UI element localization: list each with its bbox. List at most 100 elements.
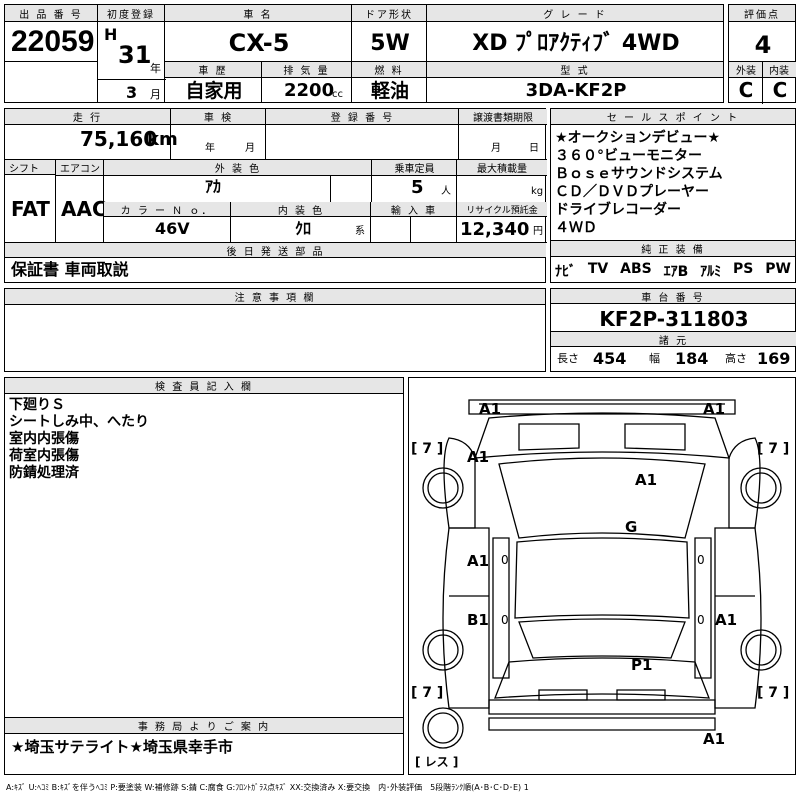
shift-label: シフト bbox=[5, 160, 55, 175]
int-color: ｸﾛ bbox=[295, 219, 312, 238]
score: 4 bbox=[754, 31, 772, 59]
lot-number: 22059 bbox=[11, 25, 95, 58]
first-reg-box: 初度登録 H 31 年 3 月 bbox=[97, 4, 166, 103]
spare-mark: [ レス ] bbox=[415, 755, 459, 769]
tire-rr-shape bbox=[740, 629, 782, 671]
tire-rl-shape bbox=[422, 629, 464, 671]
ext-int-box: 外装 内装 C C bbox=[728, 61, 796, 104]
month-unit: 月 bbox=[150, 88, 161, 101]
tire-rl-inner bbox=[427, 634, 459, 666]
chassis-box: 車 台 番 号 KF2P-311803 諸 元 長さ 454 幅 184 高さ … bbox=[550, 288, 796, 372]
inspection-label: 車 検 bbox=[170, 109, 266, 125]
equipment-item: ABS bbox=[620, 261, 652, 277]
left-glass bbox=[492, 537, 510, 679]
score-box: 評価点 4 bbox=[728, 4, 796, 62]
chassis-label: 車 台 番 号 bbox=[551, 289, 795, 304]
tire-rr-inner bbox=[745, 634, 777, 666]
mark-zero-l2: 0 bbox=[501, 613, 509, 627]
transfer-label: 譲渡書類期限 bbox=[458, 109, 547, 125]
mark-rear-hatch: P1 bbox=[631, 656, 653, 674]
history-box: 車 歴 自家用 bbox=[164, 61, 262, 103]
mark-fr-bumper: A1 bbox=[703, 400, 726, 418]
spec-table: 走 行 車 検 登 録 番 号 譲渡書類期限 75,160 km 年 月 月 日… bbox=[4, 108, 547, 283]
inspector-label: 検 査 員 記 入 欄 bbox=[5, 378, 403, 394]
mark-fl-bumper: A1 bbox=[479, 400, 502, 418]
first-reg-label: 初度登録 bbox=[98, 5, 164, 22]
inspector-line: 防錆処理済 bbox=[9, 465, 79, 481]
mark-zero-r1: 0 bbox=[697, 553, 705, 567]
history: 自家用 bbox=[185, 80, 243, 102]
mark-zero-l1: 0 bbox=[501, 553, 509, 567]
sales-points-box: セ ー ル ス ポ イ ン ト ★オークションデビュー★ ３６０°ビューモニター… bbox=[550, 108, 796, 241]
length-label: 長さ bbox=[557, 352, 579, 365]
inspector-box: 検 査 員 記 入 欄 下廻りＳ シートしみ中、へたり 室内内張傷 荷室内張傷 … bbox=[4, 377, 404, 718]
sales-point-item: ドライブレコーダー bbox=[555, 202, 681, 218]
spare-tire-inner bbox=[427, 712, 459, 744]
ext-color-label: 外 装 色 bbox=[103, 160, 372, 176]
dims-label: 諸 元 bbox=[551, 331, 796, 347]
mark-roof: G bbox=[625, 518, 638, 536]
transfer-day-unit: 日 bbox=[529, 143, 539, 154]
mark-hood-left: A1 bbox=[467, 448, 490, 466]
tire-fl-shape bbox=[422, 467, 464, 509]
chassis-number: KF2P-311803 bbox=[599, 307, 749, 331]
sales-point-item: ３６０°ビューモニター bbox=[555, 148, 702, 164]
tire-fl-inner bbox=[427, 472, 459, 504]
office-text: ★埼玉サテライト★埼玉県幸手市 bbox=[11, 738, 233, 756]
person-unit: 人 bbox=[441, 186, 451, 197]
mark-hood-center: A1 bbox=[635, 471, 658, 489]
grade-label: グ レ ー ド bbox=[427, 5, 723, 22]
model-box: 型 式 3DA-KF2P bbox=[426, 61, 724, 103]
mark-rear-bumper: A1 bbox=[703, 730, 726, 748]
equipment-item: PW bbox=[765, 261, 791, 277]
capacity: 5 bbox=[411, 177, 424, 198]
equipment-item: ﾅﾋﾞ bbox=[555, 264, 576, 280]
notes-box: 注 意 事 項 欄 bbox=[4, 288, 546, 372]
right-front-fender bbox=[728, 437, 761, 529]
tire-fr-mark: [ 7 ] bbox=[757, 441, 790, 457]
max-load-label: 最大積載量 bbox=[456, 160, 547, 176]
capacity-label: 乗車定員 bbox=[371, 160, 457, 176]
spare-tire-shape bbox=[422, 707, 464, 749]
equipment-label: 純 正 装 備 bbox=[551, 241, 795, 257]
import-label: 輸 入 車 bbox=[370, 202, 457, 217]
inspection-year-unit: 年 bbox=[205, 143, 215, 154]
width: 184 bbox=[675, 349, 709, 368]
sales-point-item: Ｂｏｓｅサウンドシステム bbox=[555, 166, 723, 182]
mark-zero-r2: 0 bbox=[697, 613, 705, 627]
era-year: 31 bbox=[118, 41, 152, 69]
car-diagram-box: A1 A1 A1 A1 G A1 B1 A1 P1 A1 0 0 0 0 [ 7… bbox=[408, 377, 796, 775]
int-color-label: 内 装 色 bbox=[230, 202, 371, 217]
exterior-label: 外装 bbox=[729, 62, 764, 78]
color-no: 46V bbox=[155, 219, 190, 238]
sales-point-item: ＣＤ／ＤＶＤプレーヤー bbox=[555, 184, 709, 200]
aircon: AAC bbox=[61, 197, 107, 221]
fuel-label: 燃 料 bbox=[352, 62, 426, 78]
door-label: ドア形状 bbox=[352, 5, 426, 22]
office-box: 事 務 局 よ り ご 案 内 ★埼玉サテライト★埼玉県幸手市 bbox=[4, 717, 404, 775]
right-side-body bbox=[714, 527, 762, 709]
reg-no-label: 登 録 番 号 bbox=[265, 109, 459, 125]
roof-outline bbox=[514, 537, 690, 619]
office-label: 事 務 局 よ り ご 案 内 bbox=[5, 718, 403, 734]
cc-unit: cc bbox=[332, 89, 343, 100]
length: 454 bbox=[593, 349, 627, 368]
inspector-line: 室内内張傷 bbox=[9, 431, 79, 447]
first-reg-month: 3 bbox=[126, 83, 138, 102]
tire-fr-inner bbox=[745, 472, 777, 504]
rear-lamp-right bbox=[616, 689, 666, 701]
year-unit: 年 bbox=[150, 62, 161, 75]
inspector-line: 下廻りＳ bbox=[9, 397, 65, 413]
tire-rr-mark: [ 7 ] bbox=[757, 685, 790, 701]
inspection-month-unit: 月 bbox=[245, 143, 255, 154]
displacement: 2200 bbox=[284, 80, 335, 101]
fuel: 軽油 bbox=[370, 80, 409, 102]
interior-label: 内装 bbox=[762, 62, 796, 78]
score-label: 評価点 bbox=[729, 5, 795, 22]
kg-unit: kg bbox=[531, 186, 544, 197]
color-no-label: カ ラ ー Ｎ ｏ． bbox=[104, 202, 230, 217]
equipment-item: TV bbox=[587, 261, 609, 277]
mileage-label: 走 行 bbox=[5, 109, 170, 125]
rear-lamp-left bbox=[538, 689, 588, 701]
legend-text: A:ｷｽﾞ U:ﾍｺﾐ B:ｷｽﾞを伴うﾍｺﾐ P:要塗装 W:補修跡 S:錆 … bbox=[6, 783, 529, 792]
